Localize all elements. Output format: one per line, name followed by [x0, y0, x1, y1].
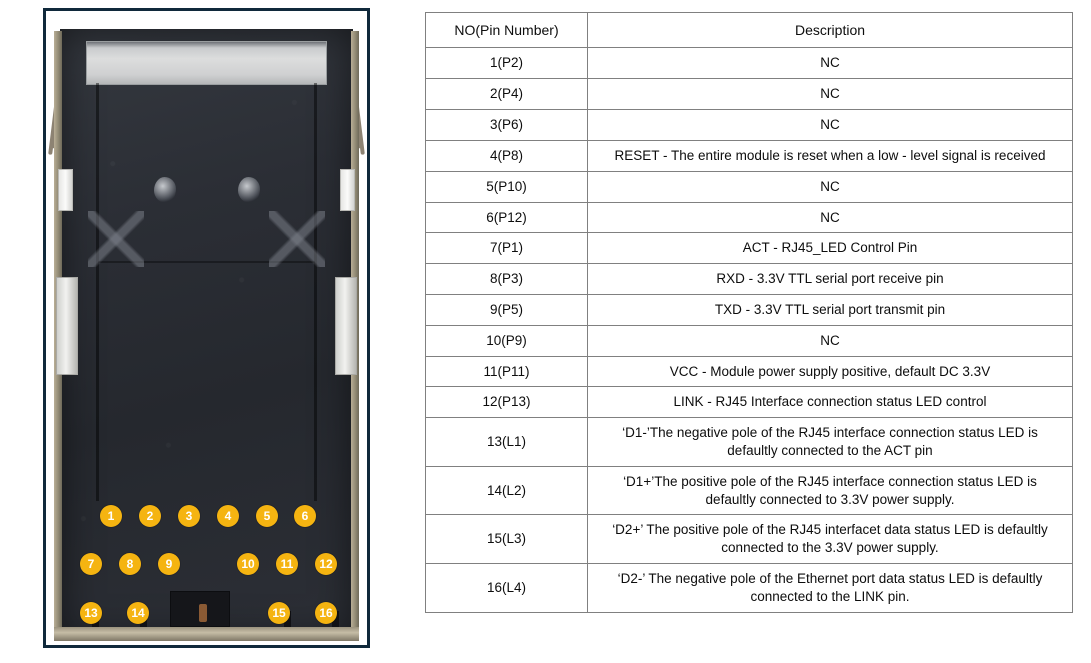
cell-description: NC	[587, 201, 1073, 234]
pin-callout-badge-9: 9	[158, 553, 180, 575]
cell-description: ‘D2-’ The negative pole of the Ethernet …	[587, 563, 1073, 613]
table-row: 4(P8)RESET - The entire module is reset …	[425, 139, 1073, 172]
module-photo-panel	[43, 8, 370, 648]
cell-description: NC	[587, 78, 1073, 111]
pin-callout-badge-8: 8	[119, 553, 141, 575]
module-bottom-notch	[170, 591, 230, 627]
cell-pin-number: 6(P12)	[425, 201, 588, 234]
table-row: 7(P1)ACT - RJ45_LED Control Pin	[425, 232, 1073, 265]
table-header-row: NO(Pin Number) Description	[425, 11, 1073, 49]
pin-callout-badge-11: 11	[276, 553, 298, 575]
module-seam-right	[314, 83, 317, 501]
table-row: 12(P13)LINK - RJ45 Interface connection …	[425, 386, 1073, 419]
module-side-tab-right	[340, 169, 355, 211]
module-latch-emboss-left	[88, 211, 144, 267]
table-row: 14(L2)‘D1+’The positive pole of the RJ45…	[425, 465, 1073, 516]
pin-callout-badge-16: 16	[315, 602, 337, 624]
column-header-pin-number: NO(Pin Number)	[425, 11, 588, 49]
table-row: 2(P4)NC	[425, 78, 1073, 111]
cell-pin-number: 4(P8)	[425, 139, 588, 172]
module-top-shield-plate	[86, 41, 327, 85]
solder-blob-right	[238, 177, 260, 203]
cell-description: ‘D1-’The negative pole of the RJ45 inter…	[587, 417, 1073, 467]
table-row: 1(P2)NC	[425, 47, 1073, 80]
cell-pin-number: 15(L3)	[425, 514, 588, 565]
cell-pin-number: 1(P2)	[425, 47, 588, 80]
pin-callout-badge-13: 13	[80, 602, 102, 624]
column-header-description: Description	[587, 11, 1073, 49]
cell-description: NC	[587, 109, 1073, 141]
cell-description: ACT - RJ45_LED Control Pin	[587, 232, 1073, 265]
solder-blob-left	[154, 177, 176, 203]
cell-pin-number: 7(P1)	[425, 232, 588, 265]
cell-description: ‘D1+’The positive pole of the RJ45 inter…	[587, 465, 1073, 516]
table-row: 10(P9)NC	[425, 324, 1073, 357]
pin-callout-badge-7: 7	[80, 553, 102, 575]
table-row: 13(L1)‘D1-’The negative pole of the RJ45…	[425, 417, 1073, 467]
cell-description: NC	[587, 324, 1073, 357]
cell-description: LINK - RJ45 Interface connection status …	[587, 386, 1073, 419]
cell-description: ‘D2+’ The positive pole of the RJ45 inte…	[587, 514, 1073, 565]
table-row: 8(P3)RXD - 3.3V TTL serial port receive …	[425, 263, 1073, 295]
rj45-module-body	[54, 29, 359, 641]
photo-background	[46, 11, 367, 645]
table-row: 11(P11)VCC - Module power supply positiv…	[425, 355, 1073, 388]
module-seam-left	[96, 83, 99, 501]
cell-description: RXD - 3.3V TTL serial port receive pin	[587, 263, 1073, 295]
module-latch-emboss-right	[269, 211, 325, 267]
table-row: 3(P6)NC	[425, 109, 1073, 141]
pin-callout-badge-12: 12	[315, 553, 337, 575]
table-row: 5(P10)NC	[425, 170, 1073, 203]
cell-description: RESET - The entire module is reset when …	[587, 139, 1073, 172]
table-row: 9(P5)TXD - 3.3V TTL serial port transmit…	[425, 293, 1073, 326]
pin-callout-badge-10: 10	[237, 553, 259, 575]
cell-pin-number: 10(P9)	[425, 324, 588, 357]
pin-callout-badge-4: 4	[217, 505, 239, 527]
table-header: NO(Pin Number) Description	[425, 11, 1073, 49]
pin-callout-badge-2: 2	[139, 505, 161, 527]
cell-pin-number: 12(P13)	[425, 386, 588, 419]
cell-pin-number: 8(P3)	[425, 263, 588, 295]
table-row: 6(P12)NC	[425, 201, 1073, 234]
cell-pin-number: 2(P4)	[425, 78, 588, 111]
table-row: 16(L4)‘D2-’ The negative pole of the Eth…	[425, 563, 1073, 613]
cell-description: TXD - 3.3V TTL serial port transmit pin	[587, 293, 1073, 326]
pin-callout-badge-5: 5	[256, 505, 278, 527]
cell-pin-number: 14(L2)	[425, 465, 588, 516]
cell-pin-number: 13(L1)	[425, 417, 588, 467]
cell-pin-number: 3(P6)	[425, 109, 588, 141]
pin-callout-badge-14: 14	[127, 602, 149, 624]
cell-pin-number: 5(P10)	[425, 170, 588, 203]
cell-description: NC	[587, 47, 1073, 80]
module-metal-tab-right	[335, 277, 357, 375]
module-bottom-ledge	[54, 627, 359, 641]
cell-description: VCC - Module power supply positive, defa…	[587, 355, 1073, 388]
cell-description: NC	[587, 170, 1073, 203]
cell-pin-number: 9(P5)	[425, 293, 588, 326]
pin-callout-badge-1: 1	[100, 505, 122, 527]
pin-callout-badge-15: 15	[268, 602, 290, 624]
pin-callout-badge-3: 3	[178, 505, 200, 527]
pin-stub	[332, 611, 339, 627]
table-row: 15(L3)‘D2+’ The positive pole of the RJ4…	[425, 514, 1073, 565]
module-seam-horizontal	[98, 261, 315, 263]
module-metal-tab-left	[56, 277, 78, 375]
cell-pin-number: 11(P11)	[425, 355, 588, 388]
module-side-tab-left	[58, 169, 73, 211]
cell-pin-number: 16(L4)	[425, 563, 588, 613]
pin-callout-badge-6: 6	[294, 505, 316, 527]
